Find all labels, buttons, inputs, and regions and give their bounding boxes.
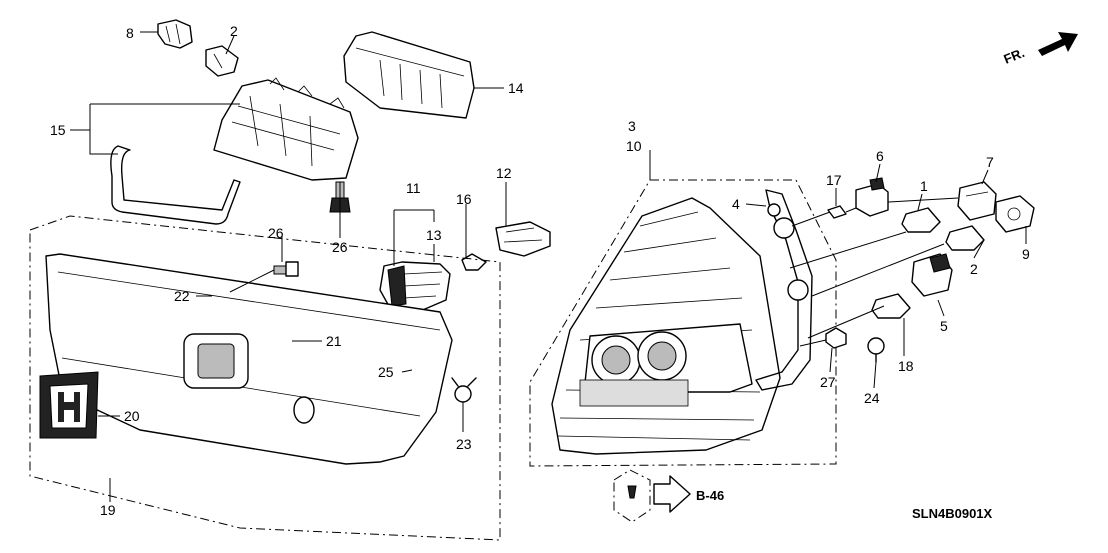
callout-19: 19 <box>100 502 116 518</box>
part-2-bulb-top <box>205 45 239 77</box>
callout-5: 5 <box>940 318 948 334</box>
callout-9: 9 <box>1022 246 1030 262</box>
callout-2: 2 <box>230 23 238 39</box>
part-14-lens-cover <box>343 31 475 119</box>
callout-12: 12 <box>496 165 512 181</box>
callout-16: 16 <box>456 191 472 207</box>
callout-8: 8 <box>126 25 134 41</box>
part-16-clip <box>461 253 487 271</box>
part-27-grommet <box>825 327 847 349</box>
callout-4: 4 <box>732 196 740 212</box>
callout-3: 3 <box>628 118 636 134</box>
callout-22: 22 <box>174 288 190 304</box>
assembly-axes <box>789 197 959 347</box>
callout-11: 11 <box>406 180 421 196</box>
callout-20: 20 <box>124 408 140 424</box>
callout-23: 23 <box>456 436 472 452</box>
part-20-emblem <box>39 371 99 439</box>
callout-25: 25 <box>378 364 394 380</box>
callout-14: 14 <box>508 80 524 96</box>
direction-label: FR. <box>1002 45 1027 67</box>
callout-18: 18 <box>898 358 914 374</box>
callout-26: 26 <box>332 239 348 255</box>
callout-27: 27 <box>820 374 836 390</box>
part-5-socket <box>911 253 953 297</box>
callout-7: 7 <box>986 154 994 170</box>
taillight-assembly <box>529 179 837 467</box>
part-12-socket <box>495 221 551 257</box>
front-direction-arrow: FR. <box>1002 32 1078 67</box>
part-2-bulb-right <box>945 225 985 251</box>
part-26-screw-lower <box>273 261 299 277</box>
callout-6: 6 <box>876 148 884 164</box>
callout-10: 10 <box>626 138 642 154</box>
callout-15: 15 <box>50 122 66 138</box>
part-19-garnish <box>29 215 501 541</box>
part-17-bulb <box>827 205 847 219</box>
callout-24: 24 <box>864 390 880 406</box>
diagram-code: SLN4B0901X <box>912 506 993 521</box>
part-23-clip <box>451 377 477 403</box>
part-4-gasket <box>755 189 813 391</box>
part-24-clip <box>867 337 885 363</box>
part-1-bulb <box>901 207 941 233</box>
reference-code: B-46 <box>696 488 724 503</box>
part-8-socket <box>157 19 193 49</box>
arrow-icon <box>1038 32 1078 56</box>
callout-26: 26 <box>268 225 284 241</box>
part-7-socket <box>957 181 997 221</box>
callout-13: 13 <box>426 227 442 243</box>
part-15-housing <box>110 77 359 225</box>
reference-b46: B-46 <box>613 469 724 523</box>
part-18-bulb <box>871 293 911 319</box>
callout-numbers: 8 2 14 15 26 11 13 16 12 26 22 21 25 20 … <box>50 23 1030 518</box>
callout-1: 1 <box>920 178 928 194</box>
callout-17: 17 <box>826 172 842 188</box>
leader-lines <box>70 31 1027 502</box>
part-13-license-light <box>379 261 451 313</box>
part-9-socket <box>995 195 1035 233</box>
callout-21: 21 <box>326 333 342 349</box>
part-6-socket <box>855 177 889 217</box>
callout-2: 2 <box>970 261 978 277</box>
